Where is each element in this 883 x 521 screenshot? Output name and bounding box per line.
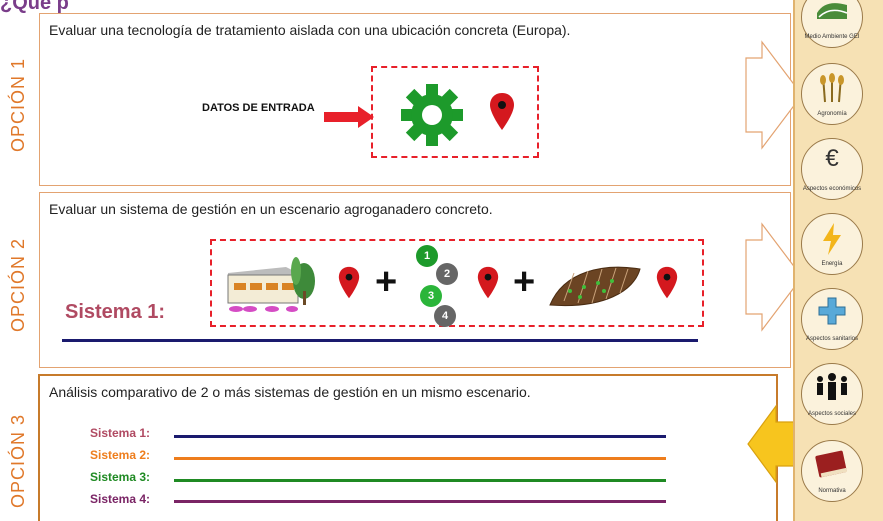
- medical-cross-icon: [818, 297, 846, 325]
- category-label: Aspectos sociales: [807, 411, 857, 417]
- arrow-right-icon: [745, 40, 803, 150]
- system-1-line: [174, 435, 666, 438]
- system-1-label: Sistema 1:: [65, 301, 166, 323]
- location-pin-icon: [338, 266, 360, 299]
- category-social: Aspectos sociales: [801, 363, 863, 425]
- plus-sign: +: [375, 261, 398, 303]
- category-label: Normativa: [818, 488, 846, 494]
- option-3-panel: Análisis comparativo de 2 o más sistemas…: [38, 374, 778, 521]
- landscape-icon: [817, 3, 848, 19]
- category-label: Medio Ambiente GEI: [804, 34, 860, 40]
- location-pin-icon: [656, 266, 678, 299]
- technology-frame: [371, 66, 539, 158]
- option-1-description: Evaluar una tecnología de tratamiento ai…: [49, 22, 571, 38]
- category-economic: € Aspectos económicos: [801, 138, 863, 200]
- option-3-label: OPCIÓN 3: [8, 413, 28, 508]
- page-title-fragment: ¿Qué p: [0, 0, 69, 14]
- category-environment: Medio Ambiente GEI: [801, 0, 863, 48]
- lightning-icon: [823, 223, 841, 255]
- system-frame: [210, 239, 704, 327]
- category-label: Aspectos económicos: [802, 186, 862, 192]
- option-2-description: Evaluar un sistema de gestión en un esce…: [49, 201, 493, 217]
- euro-icon: €: [825, 145, 839, 172]
- process-gears-icon: 1 2 3 4: [414, 245, 462, 329]
- system-4-line: [174, 500, 666, 503]
- system-2-row-label: Sistema 2:: [90, 448, 151, 462]
- input-data-label: DATOS DE ENTRADA: [202, 102, 315, 114]
- location-pin-icon: [477, 266, 499, 299]
- plus-sign: +: [513, 261, 536, 303]
- gear-3-icon: 3: [420, 285, 442, 307]
- option-2-label: OPCIÓN 2: [8, 237, 28, 332]
- barn-icon: [227, 257, 315, 312]
- location-pin-icon: [490, 93, 514, 130]
- gear-4-icon: 4: [434, 305, 456, 327]
- gear-1-icon: 1: [416, 245, 438, 267]
- option-3-description: Análisis comparativo de 2 o más sistemas…: [49, 384, 531, 400]
- system-1-row-label: Sistema 1:: [90, 426, 151, 440]
- category-energy: Energía: [801, 213, 863, 275]
- gear-icon: [401, 84, 463, 146]
- system-3-line: [174, 479, 666, 482]
- category-label: Energía: [821, 261, 843, 267]
- wheat-icon: [820, 73, 844, 103]
- system-4-row-label: Sistema 4:: [90, 492, 151, 506]
- system-3-row-label: Sistema 3:: [90, 470, 151, 484]
- category-label: Agronomía: [817, 111, 847, 117]
- system-1-underline: [62, 339, 698, 342]
- people-icon: [817, 373, 847, 400]
- category-label: Aspectos sanitarios: [805, 336, 859, 342]
- option-1-label: OPCIÓN 1: [8, 57, 28, 152]
- option-2-panel: Evaluar un sistema de gestión en un esce…: [39, 192, 791, 368]
- crop-field-icon: [549, 266, 641, 307]
- impact-categories-strip: Medio Ambiente GEI Agronomía € Aspectos …: [793, 0, 883, 521]
- input-arrow-icon: [324, 106, 374, 128]
- category-regulation: Normativa: [801, 440, 863, 502]
- gear-2-icon: 2: [436, 263, 458, 285]
- system-2-line: [174, 457, 666, 460]
- book-icon: [815, 450, 847, 478]
- option-1-panel: Evaluar una tecnología de tratamiento ai…: [39, 13, 791, 186]
- category-agronomy: Agronomía: [801, 63, 863, 125]
- arrow-right-icon: [745, 222, 803, 332]
- category-health: Aspectos sanitarios: [801, 288, 863, 350]
